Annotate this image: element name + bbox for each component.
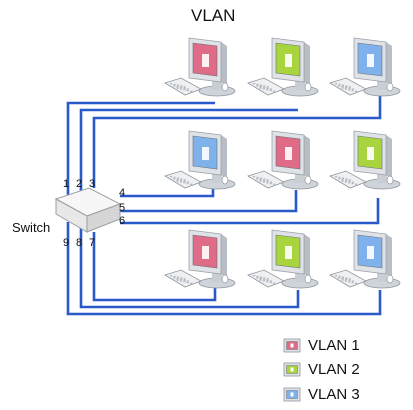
legend-icon-vlan-2 <box>283 362 301 377</box>
mouse <box>221 175 229 185</box>
monitor-stand <box>212 174 222 183</box>
computer-vlan-3 <box>329 229 401 289</box>
mouse <box>304 82 312 92</box>
monitor-stand <box>295 174 305 183</box>
port-label-3: 3 <box>89 178 96 190</box>
keyboard <box>247 269 285 288</box>
screen-highlight <box>285 54 292 67</box>
cable-port-2 <box>79 108 298 192</box>
switch-label: Switch <box>12 220 51 235</box>
port-label-5: 5 <box>119 202 126 214</box>
keyboard <box>247 170 285 189</box>
port-label-6: 6 <box>119 215 126 227</box>
computers-layer <box>164 37 401 289</box>
port-label-9: 9 <box>63 237 70 249</box>
computer-vlan-2 <box>329 130 401 190</box>
monitor-stand <box>295 273 305 282</box>
monitor-stand <box>212 81 222 90</box>
mouse <box>304 274 312 284</box>
port-label-4: 4 <box>119 187 126 199</box>
monitor-stand <box>212 273 222 282</box>
diagram-title: VLAN <box>191 6 236 25</box>
monitor-side <box>304 234 310 278</box>
screen-highlight <box>202 147 209 160</box>
monitor-stand <box>377 273 387 282</box>
mouse <box>386 274 394 284</box>
screen-highlight <box>202 54 209 67</box>
monitor-side <box>386 42 392 86</box>
cable-port-7 <box>92 232 217 302</box>
keyboard <box>329 170 367 189</box>
monitor-side <box>304 42 310 86</box>
screen-highlight <box>202 246 209 259</box>
legend-icon-vlan-1 <box>283 338 301 353</box>
monitor-stand <box>295 81 305 90</box>
computer-vlan-2 <box>247 37 319 97</box>
monitor-side <box>221 135 227 179</box>
mouse <box>304 175 312 185</box>
monitor-side <box>386 234 392 278</box>
port-label-2: 2 <box>76 178 83 190</box>
computer-vlan-3 <box>164 130 236 190</box>
cable-port-1 <box>66 101 215 195</box>
keyboard <box>164 269 202 288</box>
keyboard <box>329 269 367 288</box>
monitor-side <box>221 42 227 86</box>
keyboard <box>329 77 367 96</box>
monitor-stand <box>377 174 387 183</box>
monitor-side <box>304 135 310 179</box>
cable-port-8 <box>79 228 300 309</box>
legend-label-vlan-3: VLAN 3 <box>308 386 360 403</box>
switch-side-face <box>86 203 121 233</box>
computer-vlan-1 <box>164 37 236 97</box>
computer-vlan-1 <box>164 229 236 289</box>
screen-highlight <box>367 246 374 259</box>
computer-vlan-1 <box>247 130 319 190</box>
port-label-7: 7 <box>89 237 96 249</box>
cable-port-9 <box>66 222 382 316</box>
port-label-1: 1 <box>63 178 70 190</box>
legend-label-vlan-2: VLAN 2 <box>308 361 360 378</box>
cable-port-3 <box>92 95 382 188</box>
mouse <box>221 274 229 284</box>
keyboard <box>164 77 202 96</box>
monitor-side <box>221 234 227 278</box>
mouse <box>221 82 229 92</box>
screen-highlight <box>367 147 374 160</box>
port-label-8: 8 <box>76 237 83 249</box>
keyboard <box>164 170 202 189</box>
cable-port-6 <box>120 198 380 225</box>
computer-vlan-3 <box>329 37 401 97</box>
cable-port-4 <box>120 188 215 198</box>
switch-device <box>54 187 122 233</box>
mouse <box>386 175 394 185</box>
computer-vlan-2 <box>247 229 319 289</box>
monitor-stand <box>377 81 387 90</box>
legend-icon-vlan-3 <box>283 387 301 402</box>
legend-label-vlan-1: VLAN 1 <box>308 337 360 354</box>
legend-icons-layer <box>283 338 301 402</box>
monitor-side <box>386 135 392 179</box>
mouse <box>386 82 394 92</box>
keyboard <box>247 77 285 96</box>
screen-highlight <box>285 246 292 259</box>
cable-port-5 <box>120 190 298 213</box>
cable-layer <box>66 95 382 316</box>
screen-highlight <box>367 54 374 67</box>
screen-highlight <box>285 147 292 160</box>
